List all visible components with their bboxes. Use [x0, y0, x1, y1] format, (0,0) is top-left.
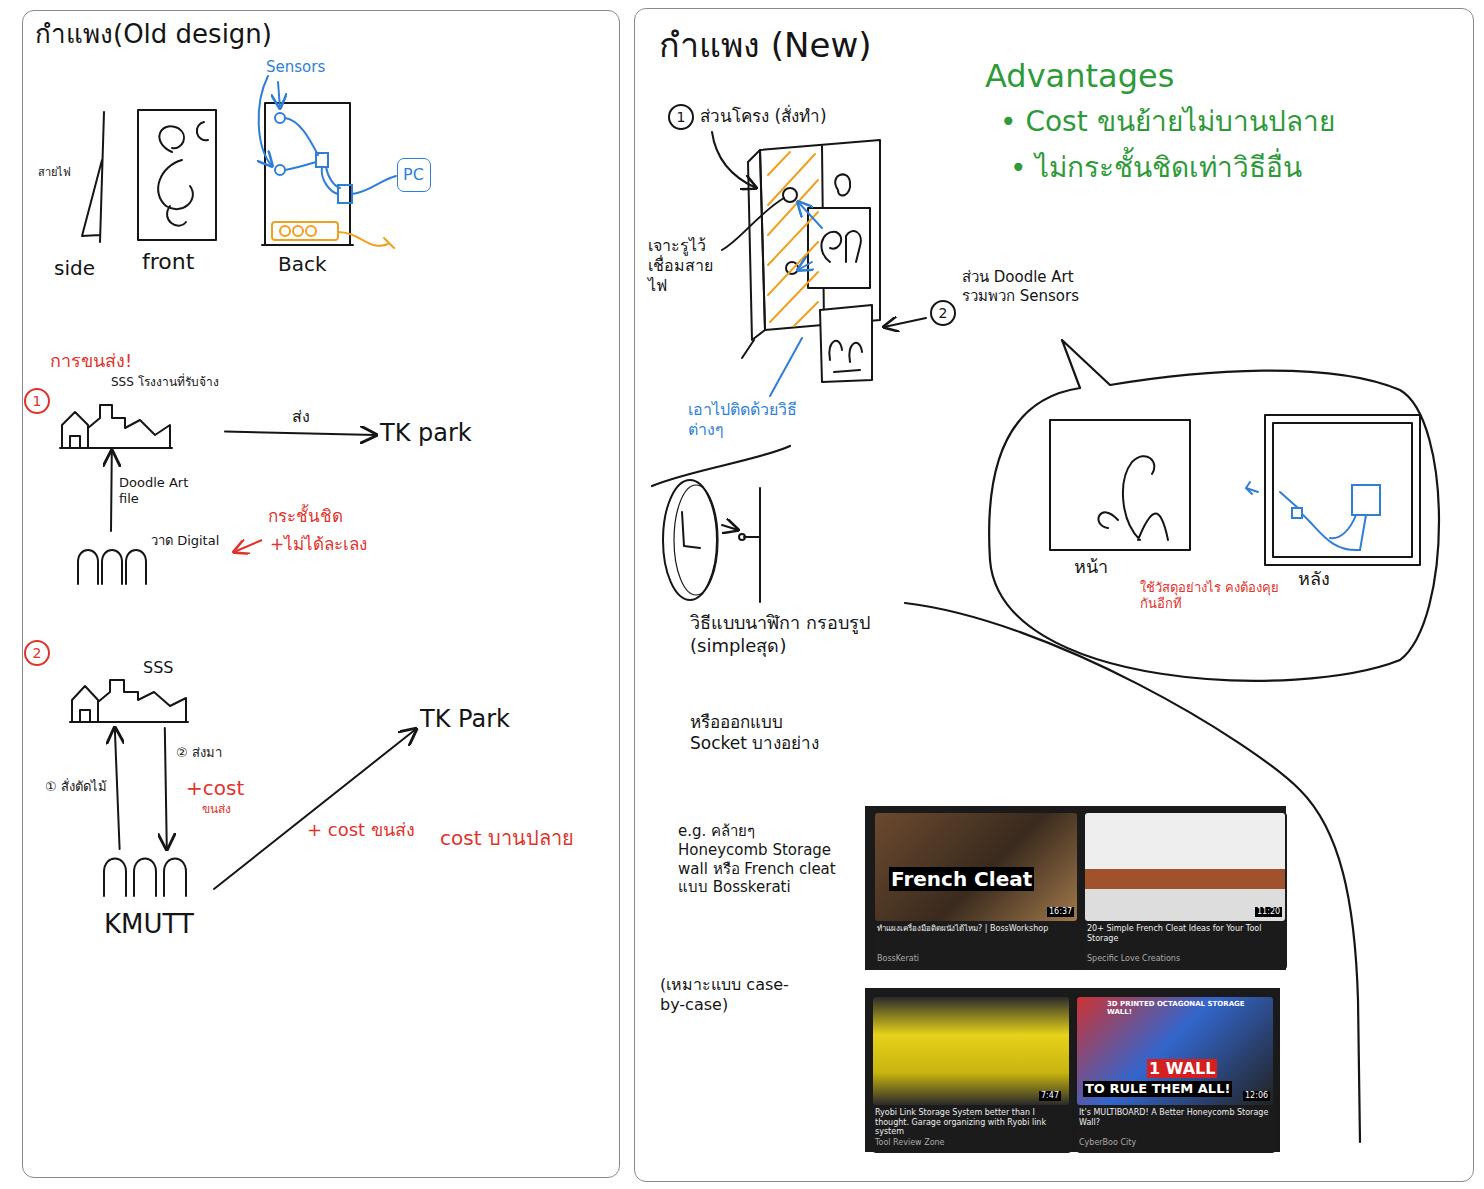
cost-note: +cost [186, 776, 244, 801]
edge-label: Doodle Art file [117, 475, 199, 506]
designer-node: วาด Digital [73, 531, 225, 589]
callout-number: 2 [930, 300, 956, 326]
wire-note: สายไฟ [38, 166, 71, 180]
destination-node: TK park [376, 415, 486, 455]
destination-label: TK Park [420, 705, 510, 734]
university-node: KMUTT [96, 849, 214, 949]
video-thumbnail: 7:47Ryobi Link Storage System better tha… [873, 997, 1071, 1153]
factory-label: SSS [143, 658, 173, 677]
edge-label: ① สั่งตัดไม้ [43, 779, 109, 795]
method-note: วิธีแบบนาฬิกา กรอบรูป (simpleสุด) [690, 612, 880, 657]
video-title: Ryobi Link Storage System better than I … [875, 1108, 1067, 1137]
channel-name: Specific Love Creations [1087, 954, 1283, 964]
panel-title: กำแพง (New) [659, 25, 979, 66]
video-duration: 7:47 [1039, 1091, 1061, 1101]
destination-label: TK park [380, 419, 472, 448]
factory-label: SSS โรงงานที่รับจ้าง [111, 375, 221, 389]
advantage-item: • ไม่กระชั้นชิดเท่าวิธีอื่น [1010, 150, 1302, 185]
thumbnail-overlay: French Cleat [889, 867, 1034, 891]
destination-node: TK Park [416, 701, 531, 741]
section-note: การขนส่ง! [50, 350, 132, 373]
video-thumbnail: French Cleat 16:37 ทำแผงเครื่องมือติดผนังไ… [875, 813, 1079, 969]
sensor-label: Sensors [266, 58, 325, 77]
edge-label: ② ส่งมา [174, 745, 224, 761]
method-note: หรือออกแบบ Socket บางอย่าง [690, 712, 830, 755]
factory-node: SSS โรงงานที่รับจ้าง [61, 373, 225, 451]
university-label: KMUTT [104, 909, 194, 940]
part-label: ส่วน Doodle Art รวมพวก Sensors [962, 268, 1092, 306]
video-duration: 16:37 [1047, 907, 1074, 917]
channel-name: CyberBoo City [1079, 1138, 1271, 1148]
part-label: ส่วนโครง (สั่งทำ) [700, 106, 827, 127]
thumbnail-image [1085, 813, 1285, 921]
pc-box: PC [397, 158, 431, 192]
thumbnail-overlay: 1 WALL [1147, 1059, 1217, 1078]
example-note: e.g. คล้ายๆ Honeycomb Storage wall หรือ … [678, 822, 843, 897]
thumbnail-overlay: 3D PRINTED OCTAGONAL STORAGE WALL! [1107, 1000, 1267, 1017]
designer-label: วาด Digital [151, 533, 221, 549]
view-label: side [54, 256, 95, 281]
channel-name: BossKerati [877, 954, 1075, 964]
panel: กำแพง (New) French Cleat 16:37 ทำแผงเครื่อง… [634, 8, 1474, 1182]
problem-note: กระชั้นชิด [268, 506, 343, 527]
view-label: front [142, 248, 194, 276]
factory-node: SSS [71, 656, 196, 728]
advantage-item: • Cost ขนย้ายไม่บานปลาย [1000, 104, 1335, 139]
cost-note: cost บานปลาย [440, 826, 574, 851]
view-label: หน้า [1074, 556, 1108, 579]
mounting-note: เอาไปติดด้วยวิธีต่างๆ [688, 400, 818, 440]
view-label: หลัง [1298, 568, 1330, 591]
edge-label: ส่ง [290, 407, 312, 426]
channel-name: Tool Review Zone [875, 1138, 1067, 1148]
cost-note: ขนส่ง [202, 802, 231, 817]
video-thumbnail: 11:20 20+ Simple French Cleat Ideas for Y… [1085, 813, 1287, 969]
video-duration: 12:06 [1243, 1091, 1270, 1101]
callout-number: 1 [668, 104, 694, 130]
advantages-heading: Advantages [985, 56, 1174, 96]
video-duration: 11:20 [1255, 907, 1282, 917]
thumbnail-overlay: TO RULE THEM ALL! [1083, 1081, 1232, 1097]
pc-label: PC [403, 165, 424, 184]
connector-arrow [214, 729, 416, 889]
connector-arrow [110, 451, 113, 531]
thumbnail-image [873, 997, 1069, 1105]
example-note: (เหมาะแบบ case-by-case) [660, 975, 810, 1015]
edge-label: + cost ขนส่ง [305, 819, 417, 841]
video-title: 20+ Simple French Cleat Ideas for Your T… [1087, 924, 1283, 943]
view-label: Back [278, 252, 327, 277]
video-title: It's MULTIBOARD! A Better Honeycomb Stor… [1079, 1108, 1271, 1127]
callout-number: 2 [24, 640, 50, 666]
connector-arrow [115, 728, 120, 849]
video-title: ทำแผงเครื่องมือติดผนังได้ไหม? | BossWork… [877, 924, 1075, 934]
connector-arrow [165, 728, 167, 849]
video-thumbnail: 3D PRINTED OCTAGONAL STORAGE WALL! 1 WALL… [1077, 997, 1275, 1153]
panel: กำแพง(Old design) PC SSS โรงงานที่รับจ้าง T… [22, 10, 620, 1178]
panel-title: กำแพง(Old design) [35, 19, 455, 50]
part-note: เจาะรูไว้เชื่อมสายไฟ [648, 236, 720, 296]
problem-note: +ไม่ได้ละเลง [270, 534, 367, 555]
connector-arrow [225, 432, 376, 436]
callout-number: 1 [24, 388, 50, 414]
material-note: ใช้วัสดุอย่างไร คงต้องคุยกันอีกที [1140, 580, 1280, 613]
